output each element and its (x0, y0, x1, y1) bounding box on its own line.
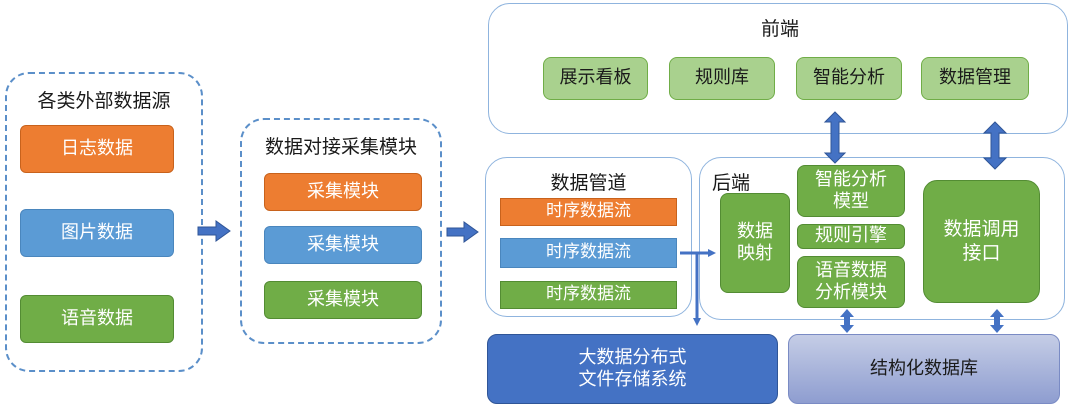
backend-data-api: 数据调用 接口 (923, 180, 1040, 303)
backend-ai-model: 智能分析 模型 (797, 165, 905, 217)
collector-module-2: 采集模块 (264, 226, 422, 264)
storage-structured-db: 结构化数据库 (788, 334, 1060, 404)
arrow-collector-to-pipeline (446, 221, 479, 243)
frontend-dashboard: 展示看板 (543, 57, 648, 100)
collector-module-3: 采集模块 (264, 281, 422, 319)
frontend-data-management: 数据管理 (921, 57, 1029, 100)
arrow-voice-db-double (840, 309, 854, 333)
pipeline-stream-1: 时序数据流 (500, 198, 677, 226)
pipeline-title: 数据管道 (550, 172, 627, 194)
backend-title: 后端 (712, 172, 751, 194)
arrow-sources-to-collector (197, 220, 231, 242)
sources-title: 各类外部数据源 (37, 90, 171, 112)
source-voice-data: 语音数据 (20, 295, 174, 343)
collector-module-1: 采集模块 (264, 173, 422, 211)
backend-data-mapping: 数据 映射 (720, 193, 790, 293)
source-log-data: 日志数据 (20, 125, 174, 173)
frontend-rule-library: 规则库 (669, 57, 775, 100)
storage-dfs: 大数据分布式 文件存储系统 (487, 334, 778, 404)
collector-title: 数据对接采集模块 (264, 136, 417, 158)
backend-rule-engine: 规则引擎 (797, 224, 905, 249)
arrow-frontend-api-double (982, 121, 1008, 170)
pipeline-stream-3: 时序数据流 (500, 281, 677, 309)
frontend-title: 前端 (760, 18, 799, 40)
arrow-api-db-double (990, 309, 1004, 333)
source-image-data: 图片数据 (20, 209, 174, 257)
frontend-smart-analysis: 智能分析 (796, 57, 902, 100)
pipeline-stream-2: 时序数据流 (500, 238, 677, 268)
backend-voice-module: 语音数据 分析模块 (797, 256, 905, 308)
